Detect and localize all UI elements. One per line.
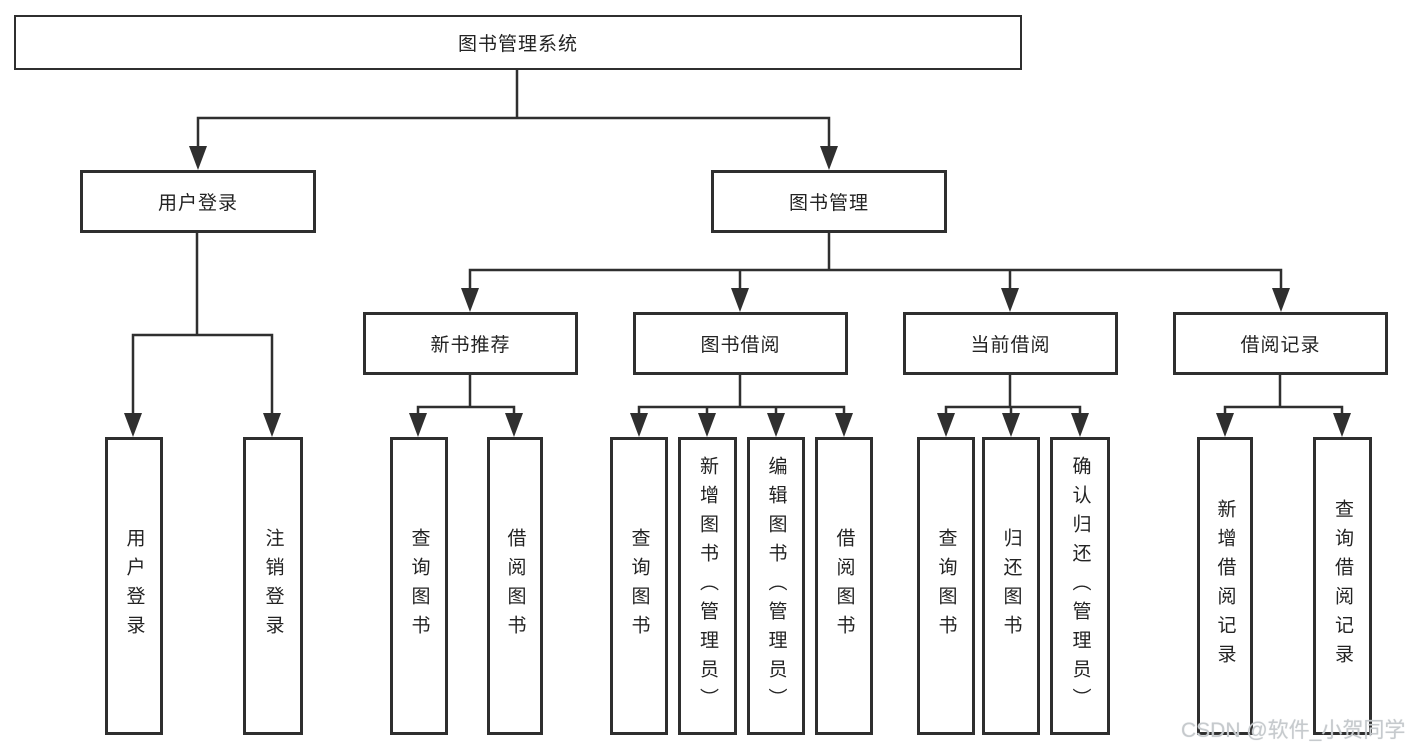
node-label: 编辑图书（管理员） <box>765 455 787 717</box>
node-label: 确认归还（管理员） <box>1069 455 1091 717</box>
leaf-borrow-books: 借阅图书 <box>815 437 873 735</box>
leaf-user-login: 用户登录 <box>105 437 163 735</box>
leaf-query-borrow-record: 查询借阅记录 <box>1313 437 1372 735</box>
node-label: 查询图书 <box>935 528 957 644</box>
arrow-head <box>767 413 785 437</box>
arrow-head <box>124 413 142 437</box>
node-current-borrow: 当前借阅 <box>903 312 1118 375</box>
node-label: 用户登录 <box>123 528 145 644</box>
csdn-watermark: CSDN @软件_小贺同学 <box>1181 719 1405 742</box>
connector-level3-to-leaves <box>416 373 1344 417</box>
arrow-head <box>731 288 749 312</box>
node-book-manage-branch: 图书管理 <box>711 170 947 233</box>
leaf-query-books-recommend: 查询图书 <box>390 437 448 735</box>
arrow-head <box>1001 288 1019 312</box>
arrow-head <box>1071 413 1089 437</box>
leaf-logout: 注销登录 <box>243 437 303 735</box>
node-label: 新增图书（管理员） <box>697 455 718 717</box>
node-label: 归还图书 <box>1000 528 1022 644</box>
node-label: 借阅图书 <box>833 528 855 644</box>
node-user-login-branch: 用户登录 <box>80 170 316 233</box>
node-label: 图书管理系统 <box>457 34 578 55</box>
node-label: 借阅记录 <box>1240 335 1321 356</box>
node-root-library-system: 图书管理系统 <box>14 15 1022 70</box>
arrow-head <box>820 146 838 170</box>
node-label: 图书管理 <box>788 193 869 214</box>
leaf-add-borrow-record: 新增借阅记录 <box>1197 437 1253 735</box>
leaf-confirm-return-admin: 确认归还（管理员） <box>1050 437 1110 735</box>
node-label: 查询图书 <box>628 528 650 644</box>
node-label: 新增借阅记录 <box>1214 499 1236 673</box>
leaf-add-books-admin: 新增图书（管理员） <box>678 437 737 735</box>
leaf-borrow-books-recommend: 借阅图书 <box>487 437 543 735</box>
leaf-edit-books-admin: 编辑图书（管理员） <box>747 437 805 735</box>
node-label: 借阅图书 <box>504 528 526 644</box>
node-label: 用户登录 <box>157 193 238 214</box>
arrow-head <box>505 413 523 437</box>
arrow-head <box>1333 413 1351 437</box>
node-label: 图书借阅 <box>700 335 781 356</box>
arrow-head <box>461 288 479 312</box>
leaf-return-books: 归还图书 <box>982 437 1040 735</box>
arrow-head <box>630 413 648 437</box>
node-new-book-recommend: 新书推荐 <box>363 312 578 375</box>
node-label: 当前借阅 <box>970 335 1051 356</box>
node-borrow-record: 借阅记录 <box>1173 312 1388 375</box>
arrow-head <box>263 413 281 437</box>
node-book-borrow: 图书借阅 <box>633 312 848 375</box>
connector-root-to-level2 <box>196 68 831 152</box>
arrow-head <box>1216 413 1234 437</box>
connector-manage-to-level3 <box>468 231 1283 294</box>
arrow-head <box>1002 413 1020 437</box>
node-label: 注销登录 <box>262 528 284 644</box>
arrow-head <box>409 413 427 437</box>
arrow-head <box>937 413 955 437</box>
arrow-head <box>1272 288 1290 312</box>
leaf-query-books-borrow: 查询图书 <box>610 437 668 735</box>
arrow-head <box>189 146 207 170</box>
arrow-head <box>698 413 716 437</box>
node-label: 查询图书 <box>408 528 430 644</box>
arrow-head <box>835 413 853 437</box>
node-label: 查询借阅记录 <box>1332 499 1353 673</box>
leaf-query-books-current: 查询图书 <box>917 437 975 735</box>
node-label: 新书推荐 <box>430 335 511 356</box>
connector-login-to-leaves <box>131 231 274 417</box>
